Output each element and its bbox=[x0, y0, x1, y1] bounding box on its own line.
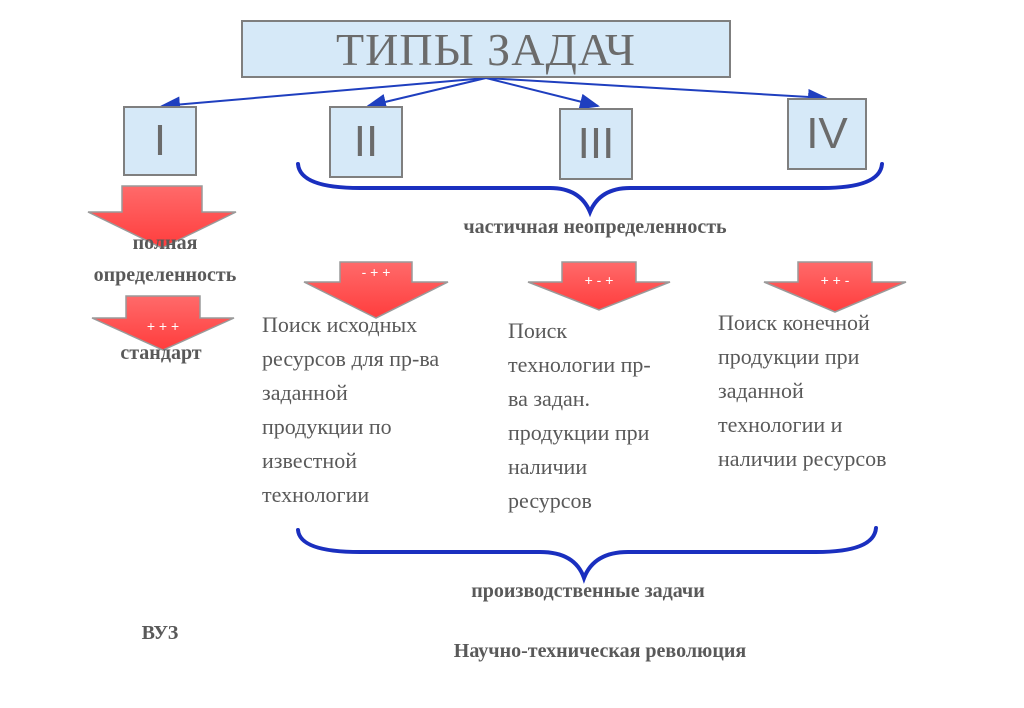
connector-to-type-3 bbox=[485, 77, 600, 110]
description-line: заданной bbox=[262, 380, 348, 405]
description-line: продукции при bbox=[718, 344, 860, 369]
red-arrows bbox=[87, 185, 907, 351]
description-line: ресурсов для пр-ва bbox=[262, 346, 440, 371]
arrow-standard bbox=[91, 295, 235, 351]
brace-partial-uncertainty bbox=[296, 162, 884, 218]
arrow-type-2 bbox=[303, 261, 449, 319]
label-production-tasks: производственные задачи bbox=[471, 580, 705, 602]
type-label-3: III bbox=[577, 119, 615, 168]
description-line: технологии пр- bbox=[508, 352, 651, 377]
connector-to-type-1 bbox=[160, 77, 487, 113]
label-ntr: Научно-техническая революция bbox=[453, 640, 747, 662]
type-box-4: IV bbox=[787, 98, 867, 170]
arrow-mark-type-4: + + - bbox=[820, 272, 850, 288]
type-box-3: III bbox=[559, 108, 633, 180]
label-partial-uncertainty: частичная неопределенность bbox=[463, 216, 727, 238]
arrow-type-3 bbox=[527, 261, 671, 311]
description-line: заданной bbox=[718, 378, 804, 403]
arrow-mark-type-3: + - + bbox=[584, 272, 614, 288]
label-full-line2: определенность bbox=[93, 264, 237, 286]
description-line: Поиск исходных bbox=[262, 312, 418, 337]
description-line: технологии и bbox=[718, 412, 843, 437]
title-text: ТИПЫ ЗАДАЧ bbox=[336, 23, 636, 75]
description-line: наличии bbox=[508, 454, 588, 479]
type-label-4: IV bbox=[806, 109, 848, 158]
description-type-3: Поиск технологии пр- ва задан. продукции… bbox=[508, 314, 708, 518]
brace-production-tasks bbox=[296, 526, 878, 584]
description-line: известной bbox=[262, 448, 357, 473]
description-line: ресурсов bbox=[508, 488, 592, 513]
label-standard: стандарт bbox=[120, 342, 202, 364]
description-line: технологии bbox=[262, 482, 370, 507]
label-vuz: ВУЗ bbox=[141, 622, 179, 644]
type-box-1: I bbox=[123, 106, 197, 176]
arrow-full-certainty bbox=[87, 185, 237, 249]
description-line: ва задан. bbox=[508, 386, 591, 411]
type-label-2: II bbox=[353, 117, 379, 166]
label-full-line1: полная bbox=[132, 232, 198, 254]
title-box: ТИПЫ ЗАДАЧ bbox=[241, 20, 731, 78]
description-line: продукции при bbox=[508, 420, 650, 445]
description-type-4: Поиск конечной продукции при заданной те… bbox=[718, 306, 958, 476]
arrow-mark-full: + + + bbox=[146, 318, 180, 334]
description-line: наличии ресурсов bbox=[718, 446, 887, 471]
description-line: Поиск bbox=[508, 318, 568, 343]
arrow-type-4 bbox=[763, 261, 907, 313]
connector-lines bbox=[160, 77, 828, 113]
connector-to-type-4 bbox=[485, 77, 828, 105]
description-type-2: Поиск исходных ресурсов для пр-ва заданн… bbox=[262, 308, 502, 512]
description-line: Поиск конечной bbox=[718, 310, 870, 335]
arrow-mark-type-2: - + + bbox=[361, 264, 391, 280]
type-box-2: II bbox=[329, 106, 403, 178]
description-line: продукции по bbox=[262, 414, 392, 439]
connector-to-type-2 bbox=[366, 77, 487, 110]
type-label-1: I bbox=[153, 116, 167, 165]
